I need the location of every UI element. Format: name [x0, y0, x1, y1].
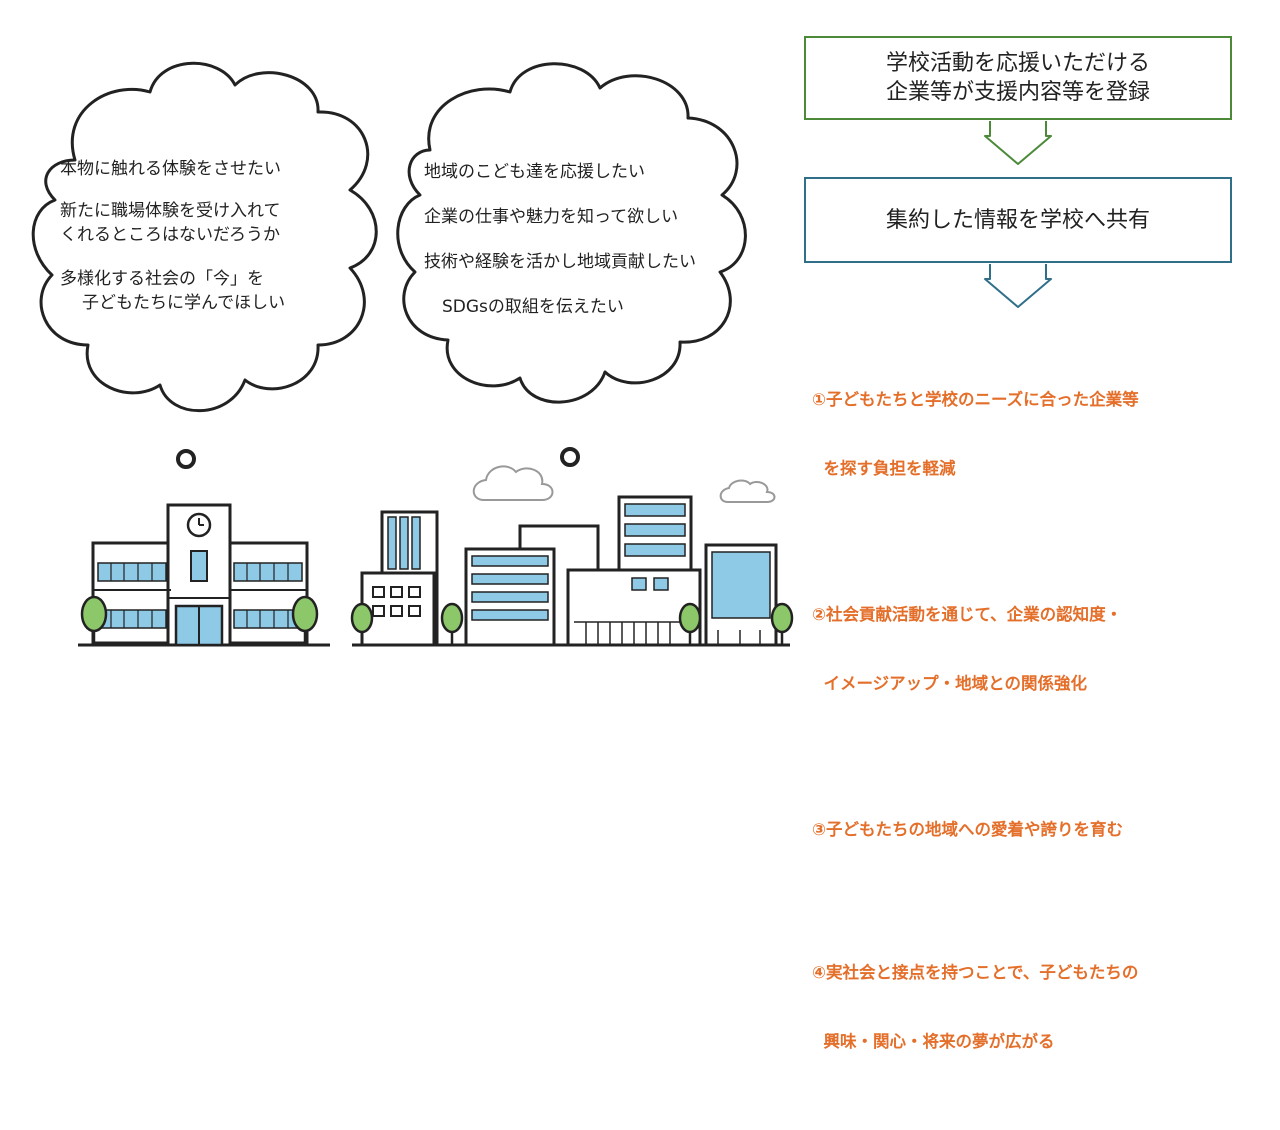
- illustration-layer: [31, 61, 1052, 647]
- city-windows: [387, 503, 771, 621]
- cloud-right-line: 技術や経験を活かし地域貢献したい: [424, 252, 696, 272]
- cloud-left-text: 本物に触れる体験をさせたい 新たに職場体験を受け入れて くれるところはないだろう…: [60, 157, 285, 315]
- benefits-list: ①子どもたちと学校のニーズに合った企業等 を探す負担を軽減 ②社会貢献活動を通じ…: [812, 342, 1252, 1130]
- benefit-item: ①子どもたちと学校のニーズに合った企業等 を探す負担を軽減: [812, 342, 1252, 526]
- registration-box: 学校活動を応援いただける 企業等が支援内容等を登録: [804, 36, 1232, 120]
- school-windows: [97, 562, 303, 629]
- benefit-item: ③子どもたちの地域への愛着や誇りを育む: [812, 772, 1252, 887]
- cloud-right-line: SDGsの取組を伝えたい: [442, 297, 624, 317]
- benefit-line: ①子どもたちと学校のニーズに合った企業等: [812, 390, 1139, 409]
- cloud-left-line: 多様化する社会の「今」を: [60, 269, 264, 289]
- arrow-down-icon: [984, 264, 1052, 308]
- small-cloud-icon: [472, 465, 776, 503]
- thought-bubble-left: [176, 449, 196, 469]
- benefit-item: ②社会貢献活動を通じて、企業の認知度・ イメージアップ・地域との関係強化: [812, 557, 1252, 741]
- benefit-line: イメージアップ・地域との関係強化: [812, 674, 1087, 693]
- benefit-line: ③子どもたちの地域への愛着や誇りを育む: [812, 820, 1123, 839]
- registration-box-line: 学校活動を応援いただける: [885, 51, 1150, 76]
- registration-box-line: 企業等が支援内容等を登録: [885, 80, 1150, 105]
- cloud-left-line: 新たに職場体験を受け入れて: [60, 201, 281, 221]
- cloud-left-line: 本物に触れる体験をさせたい: [60, 159, 281, 179]
- share-box-text: 集約した情報を学校へ共有: [885, 207, 1150, 233]
- cloud-left-line: くれるところはないだろうか: [60, 225, 280, 245]
- thought-cloud-left: [31, 61, 378, 413]
- thought-bubble-right: [560, 447, 580, 467]
- arrow-down-icon: [984, 121, 1052, 165]
- tree-icon: [350, 602, 794, 645]
- benefit-line: ②社会貢献活動を通じて、企業の認知度・: [812, 605, 1123, 624]
- city-office-windows: [372, 586, 421, 617]
- benefit-item: ④実社会と接点を持つことで、子どもたちの 興味・関心・将来の夢が広がる: [812, 915, 1252, 1099]
- share-box: 集約した情報を学校へ共有: [804, 177, 1232, 263]
- cloud-right-line: 企業の仕事や魅力を知って欲しい: [424, 207, 679, 227]
- thought-cloud-right: [396, 62, 747, 404]
- benefit-line: ④実社会と接点を持つことで、子どもたちの: [812, 963, 1139, 982]
- cloud-right-text: 地域のこども達を応援したい 企業の仕事や魅力を知って欲しい 技術や経験を活かし地…: [424, 160, 696, 319]
- cloud-left-line: 子どもたちに学んでほしい: [82, 293, 286, 313]
- cloud-right-line: 地域のこども達を応援したい: [424, 162, 645, 182]
- benefit-line: を探す負担を軽減: [812, 459, 956, 478]
- benefit-line: 興味・関心・将来の夢が広がる: [812, 1032, 1055, 1051]
- tree-icon: [80, 595, 319, 645]
